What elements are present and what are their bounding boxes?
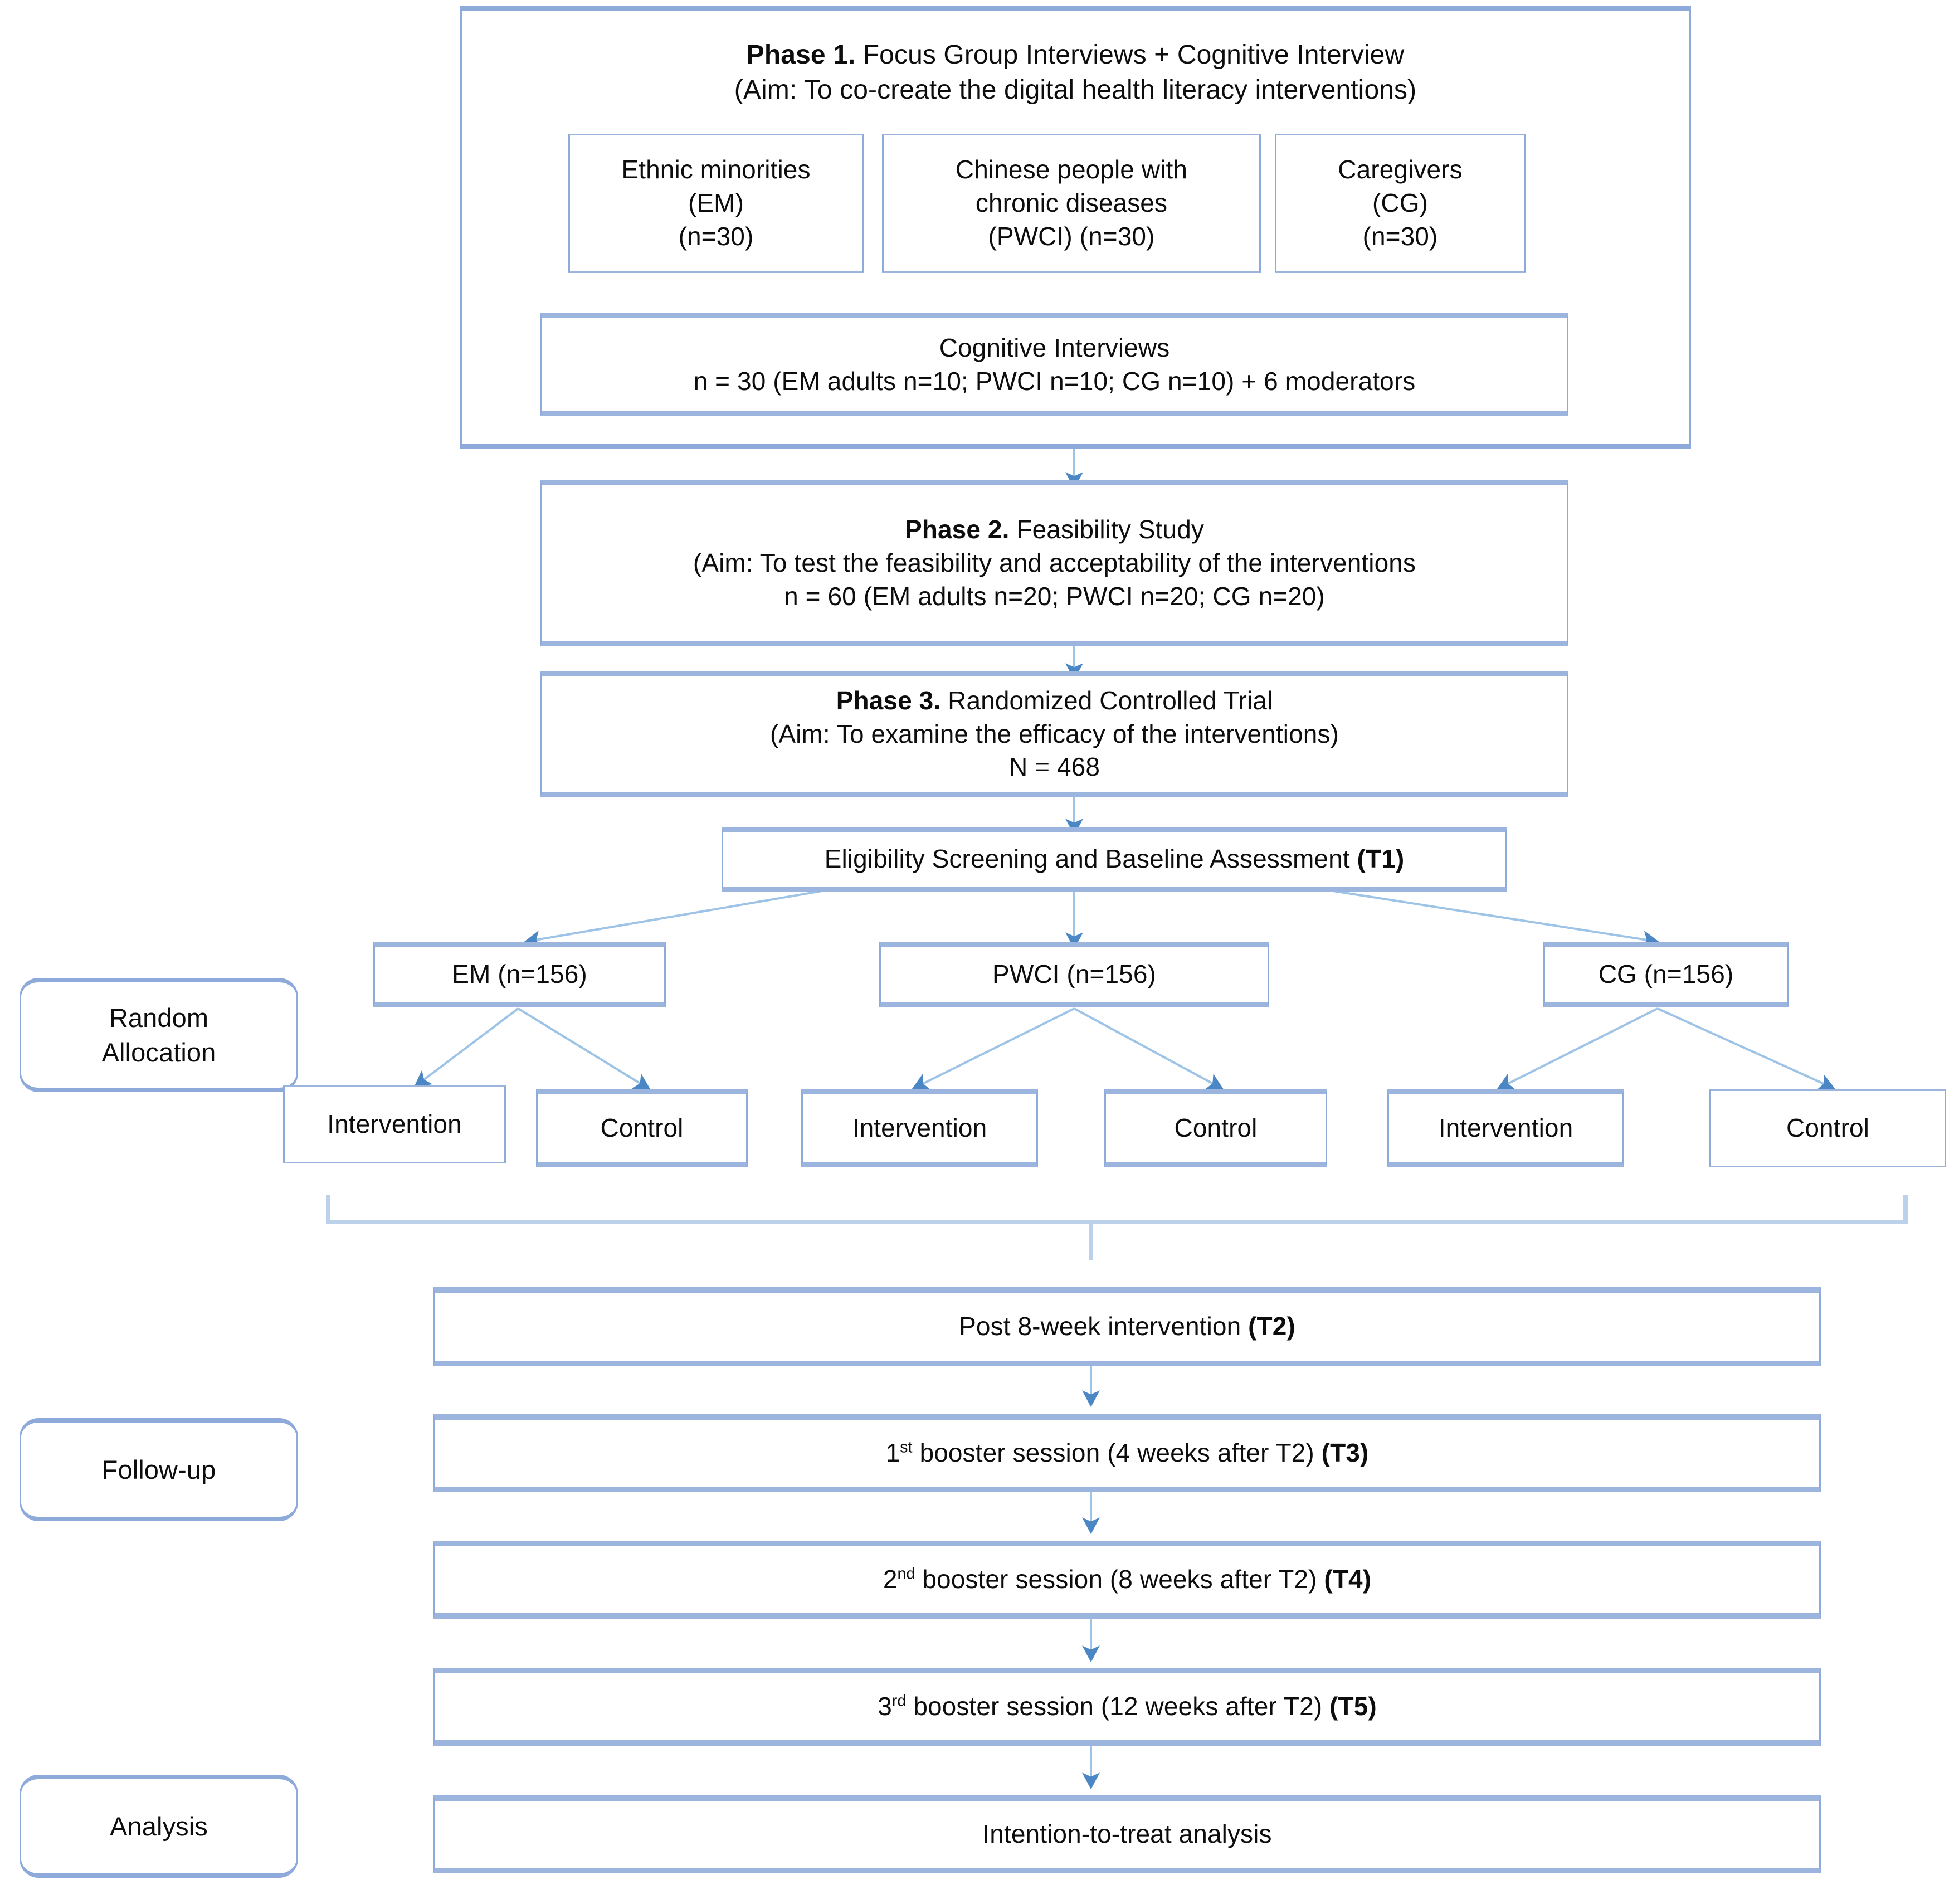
timeline-t3-mid: booster session (4 weeks after T2) [912,1438,1322,1468]
group-cg-line3: (n=30) [1362,221,1438,251]
group-em-line1: Ethnic minorities [621,155,811,184]
phase-3-title: Randomized Controlled Trial [940,685,1273,715]
phase-3-aim: (Aim: To examine the efficacy of the int… [769,719,1339,748]
group-em-line2: (EM) [688,188,744,218]
phase-1-heading: Phase 1. Focus Group Interviews + Cognit… [462,37,1689,108]
timeline-t3-pre: 1 [885,1438,900,1468]
cognitive-interviews-title: Cognitive Interviews [939,333,1170,362]
timeline-t2-tag: (T2) [1248,1312,1295,1341]
arm-group-box-cg: CG (n=156) [1543,942,1789,1007]
phase-1-label: Phase 1. [746,40,856,70]
arm-group-pwci-label: PWCI (n=156) [992,960,1156,989]
timeline-t3-sup: st [900,1438,913,1457]
phase1-group-box-cg: Caregivers (CG) (n=30) [1275,134,1526,273]
timeline-t4-text: 2nd booster session (8 weeks after T2) (… [883,1563,1371,1596]
em-control-label: Control [600,1113,684,1143]
timeline-t4-tag: (T4) [1324,1565,1372,1594]
eligibility-baseline-tag: (T1) [1357,844,1405,874]
timeline-t3-tag: (T3) [1321,1438,1369,1468]
eligibility-baseline-text: Eligibility Screening and Baseline Asses… [825,843,1405,876]
random-allocation-line2: Allocation [101,1037,216,1067]
timeline-t5-text: 3rd booster session (12 weeks after T2) … [878,1690,1377,1723]
arm-branch-em-control: Control [536,1089,748,1167]
group-cg-line1: Caregivers [1338,155,1463,184]
phase-3-heading: Phase 3. Randomized Controlled Trial [836,684,1273,718]
phase-2-heading: Phase 2. Feasibility Study [905,513,1204,547]
arm-branch-em-intervention: Intervention [283,1085,506,1163]
group-em-line3: (n=30) [678,221,754,251]
cg-control-label: Control [1786,1113,1869,1143]
timeline-box-t2: Post 8-week intervention (T2) [433,1287,1821,1366]
arm-branch-pwci-intervention: Intervention [801,1089,1038,1167]
group-cg-line2: (CG) [1372,188,1429,218]
phase-2-title: Feasibility Study [1009,515,1204,544]
phase-1-aim: (Aim: To co-create the digital health li… [734,75,1417,105]
phase-1-heading-line: Phase 1. Focus Group Interviews + Cognit… [462,37,1689,72]
group-pwci-line3: (PWCI) (n=30) [988,221,1155,251]
phase-3-label: Phase 3. [836,685,941,715]
random-allocation-line1: Random [109,1003,209,1033]
arm-branch-cg-control: Control [1709,1089,1946,1167]
cognitive-interviews-box: Cognitive Interviews n = 30 (EM adults n… [540,313,1568,416]
phase-2-aim: (Aim: To test the feasibility and accept… [693,548,1416,578]
timeline-t2-pre: Post 8-week intervention [959,1312,1249,1341]
timeline-t2-text: Post 8-week intervention (T2) [959,1310,1295,1343]
cg-intervention-label: Intervention [1438,1113,1573,1143]
arm-group-cg-label: CG (n=156) [1598,960,1734,989]
analysis-text: Intention-to-treat analysis [982,1819,1272,1849]
phase-1-title: Focus Group Interviews + Cognitive Inter… [855,40,1405,70]
group-pwci-line2: chronic diseases [975,188,1168,218]
timeline-t3-text: 1st booster session (4 weeks after T2) (… [886,1436,1369,1470]
pwci-intervention-label: Intervention [852,1113,987,1143]
timeline-box-t5: 3rd booster session (12 weeks after T2) … [433,1668,1821,1746]
group-pwci-line1: Chinese people with [955,155,1188,184]
eligibility-baseline-label: Eligibility Screening and Baseline Asses… [824,844,1357,874]
phase-2-sample: n = 60 (EM adults n=20; PWCI n=20; CG n=… [784,581,1325,611]
phase-3-box: Phase 3. Randomized Controlled Trial (Ai… [540,671,1568,797]
timeline-t4-pre: 2 [883,1565,898,1594]
eligibility-baseline-box: Eligibility Screening and Baseline Asses… [722,827,1507,892]
timeline-t4-mid: booster session (8 weeks after T2) [915,1565,1324,1594]
pwci-control-label: Control [1174,1113,1258,1143]
phase1-group-box-pwci: Chinese people with chronic diseases (PW… [882,134,1261,273]
arm-group-box-pwci: PWCI (n=156) [879,942,1269,1007]
em-intervention-label: Intervention [327,1109,462,1139]
timeline-t4-sup: nd [897,1565,915,1583]
timeline-t5-mid: booster session (12 weeks after T2) [906,1692,1330,1721]
arm-branch-cg-intervention: Intervention [1387,1089,1624,1167]
arm-branch-pwci-control: Control [1104,1089,1327,1167]
arm-group-box-em: EM (n=156) [373,942,666,1007]
timeline-box-t3: 1st booster session (4 weeks after T2) (… [433,1414,1821,1492]
timeline-t5-tag: (T5) [1329,1692,1377,1721]
arm-group-em-label: EM (n=156) [452,960,587,989]
phase-1-container: Phase 1. Focus Group Interviews + Cognit… [460,6,1691,449]
phase-2-label: Phase 2. [905,515,1010,544]
phase-3-sample: N = 468 [1008,752,1100,782]
stage-label-random-allocation: Random Allocation [20,978,298,1092]
phase-2-box: Phase 2. Feasibility Study (Aim: To test… [540,480,1568,646]
analysis-box: Intention-to-treat analysis [433,1795,1821,1873]
phase1-group-box-em: Ethnic minorities (EM) (n=30) [568,134,864,273]
stage-label-follow-up: Follow-up [20,1418,298,1521]
follow-up-label: Follow-up [101,1454,216,1484]
timeline-t5-sup: rd [891,1692,907,1710]
timeline-box-t4: 2nd booster session (8 weeks after T2) (… [433,1541,1821,1619]
timeline-t5-pre: 3 [878,1692,892,1721]
stage-label-analysis: Analysis [20,1775,298,1878]
cognitive-interviews-sample: n = 30 (EM adults n=10; PWCI n=10; CG n=… [693,366,1416,396]
analysis-label: Analysis [110,1811,208,1841]
